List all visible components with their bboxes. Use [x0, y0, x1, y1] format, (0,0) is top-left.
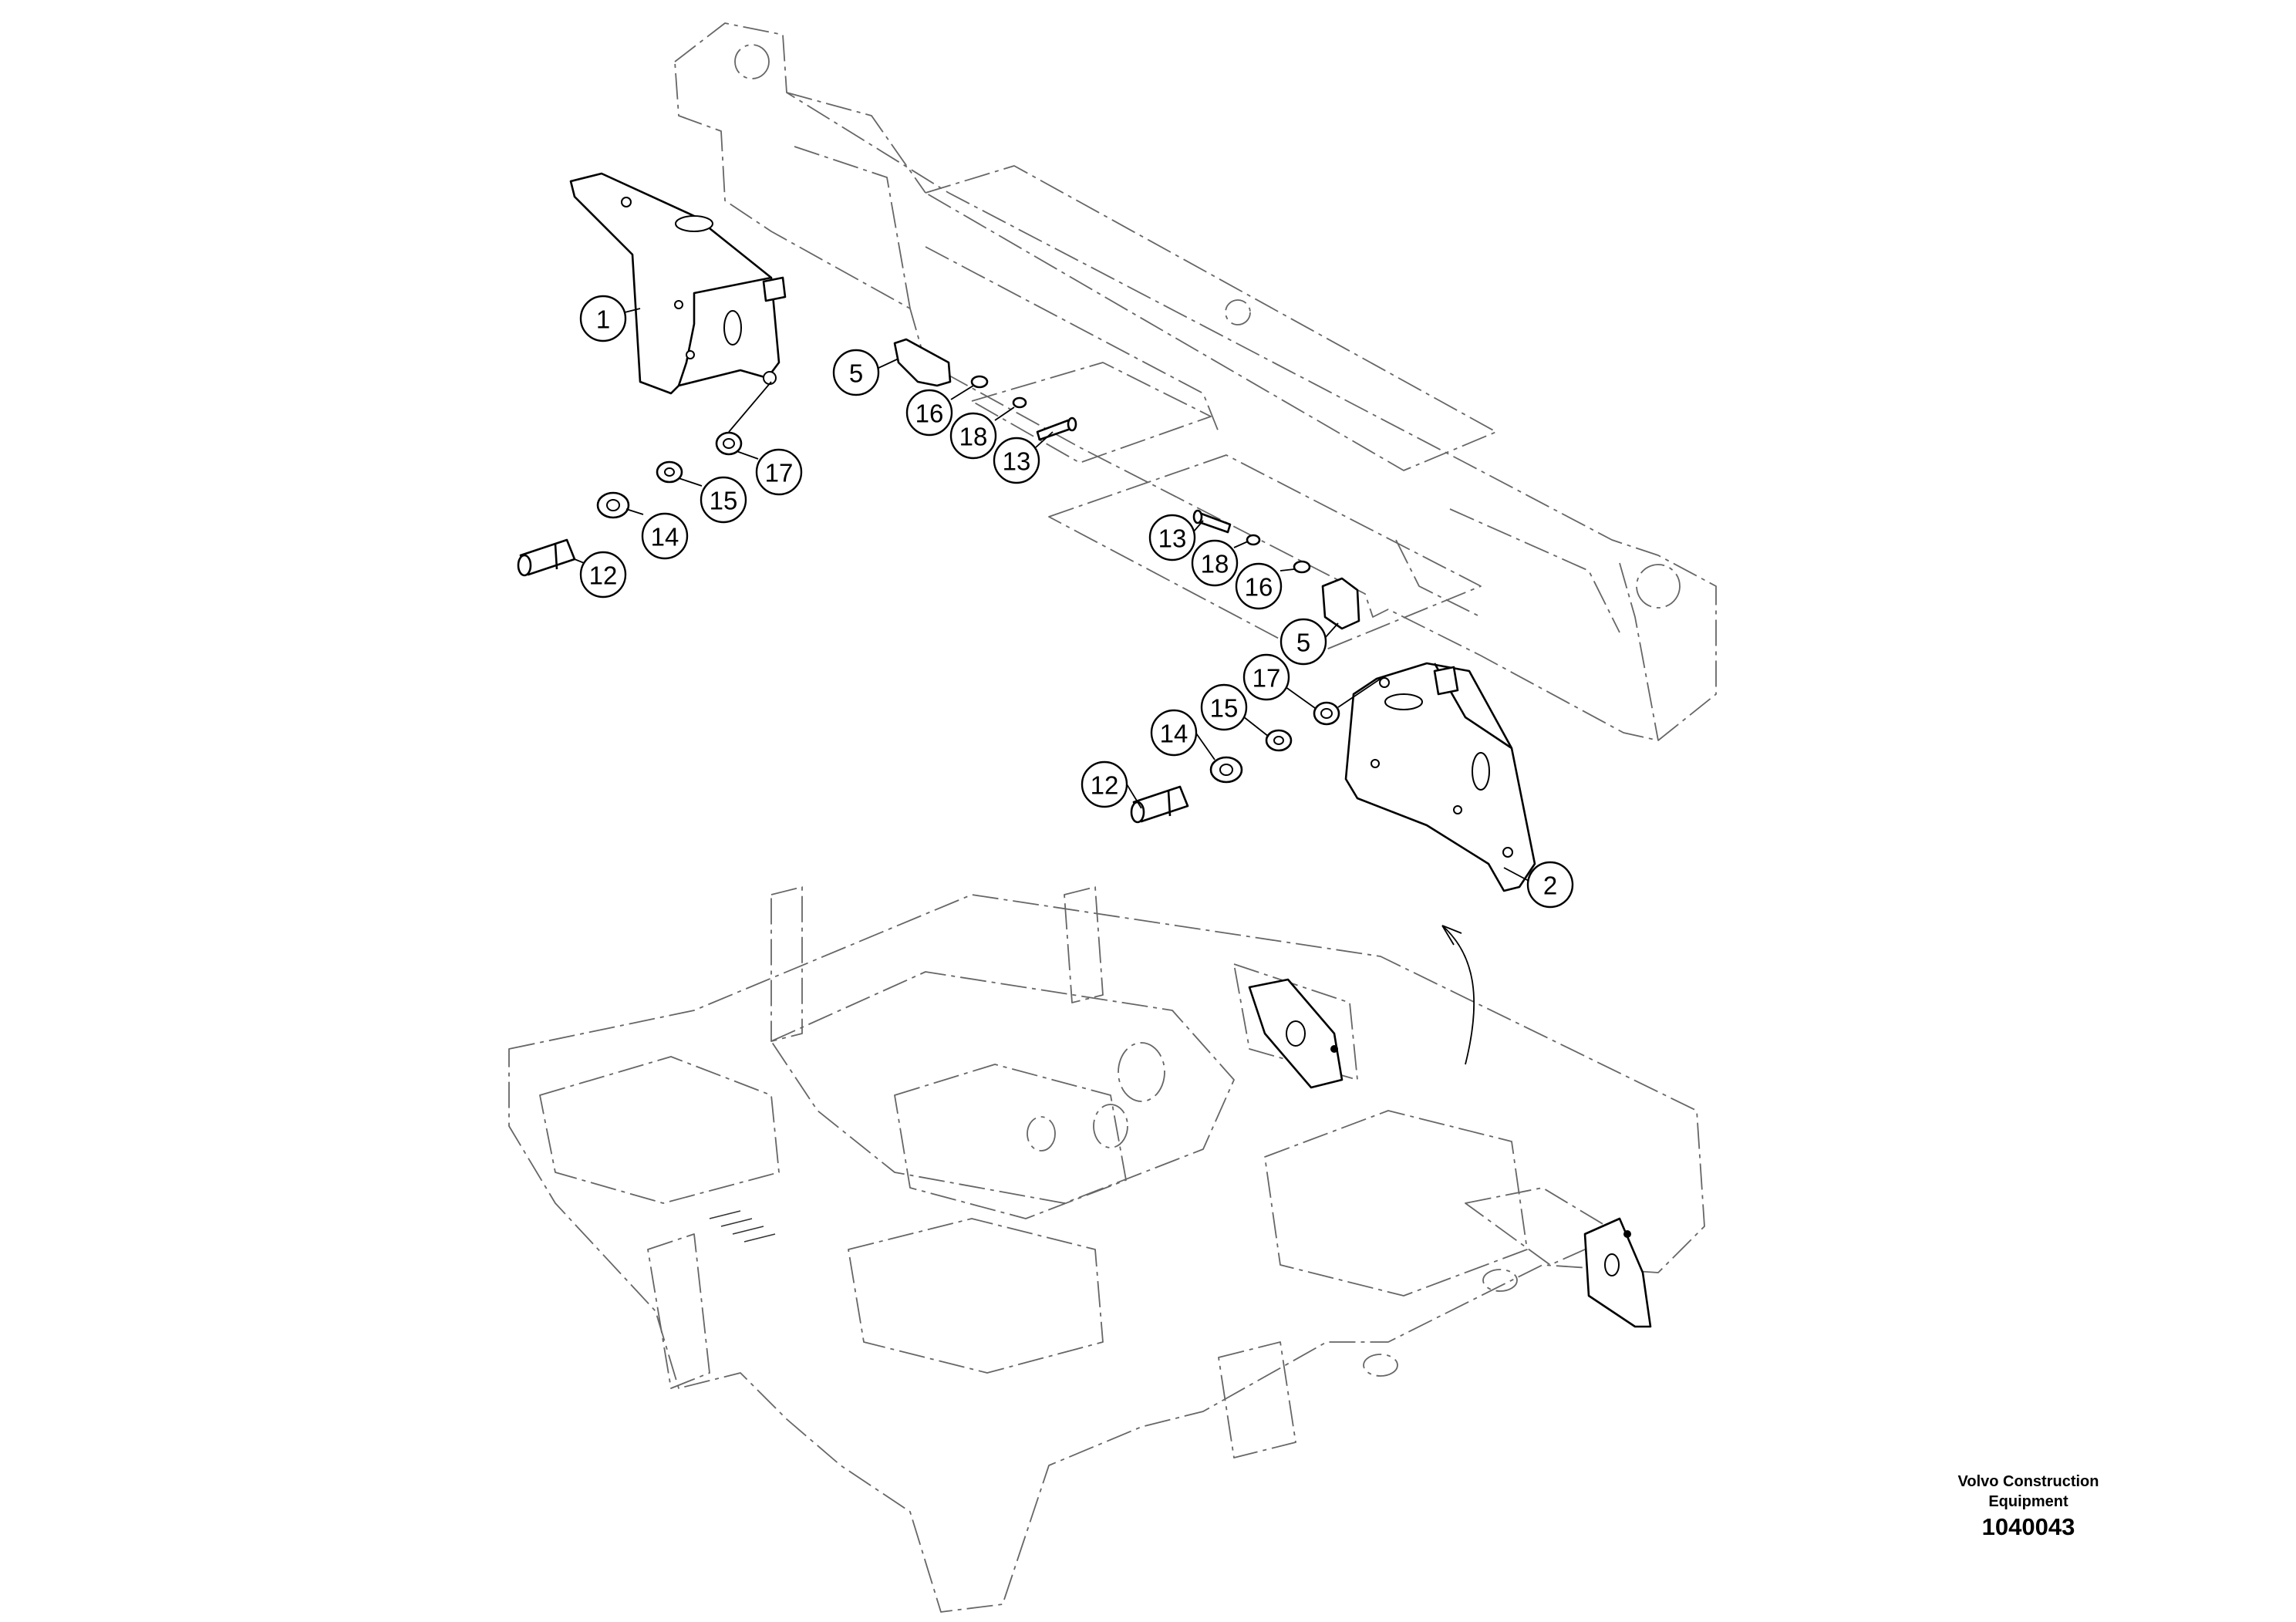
bushing-part-14-left: [596, 491, 630, 519]
washer-part-18-right: [1246, 534, 1261, 546]
callout-5-left: 5: [832, 349, 880, 396]
clip-part-5-right: [1321, 577, 1360, 630]
callout-label: 17: [765, 459, 794, 487]
clip-part-5-left: [893, 338, 952, 387]
callout-18-left: 18: [949, 412, 997, 460]
washer-part-17-left: [715, 431, 743, 456]
callout-17-left: 17: [755, 448, 803, 496]
callout-17-right: 17: [1242, 653, 1290, 701]
callout-18-right: 18: [1191, 539, 1239, 587]
washer-part-16-left: [970, 375, 989, 389]
washer-part-16-right: [1293, 560, 1311, 574]
callout-5-right: 5: [1279, 618, 1327, 666]
callout-label: 5: [849, 359, 863, 388]
brand-line-1: Volvo Construction: [1957, 1473, 2099, 1490]
callout-label: 18: [1201, 550, 1229, 578]
bolt-part-13-right: [1192, 509, 1232, 534]
callout-label: 15: [1210, 694, 1239, 723]
callout-label: 5: [1296, 629, 1310, 657]
callout-14-right: 14: [1150, 709, 1198, 757]
callout-13-right: 13: [1148, 514, 1196, 561]
callout-15-right: 15: [1200, 683, 1248, 731]
callout-label: 12: [1091, 771, 1119, 800]
callout-label: 16: [915, 400, 944, 428]
callout-label: 14: [651, 523, 679, 551]
callout-label: 18: [959, 423, 988, 451]
callout-14-left: 14: [641, 512, 689, 560]
brand-line-2: Equipment: [1988, 1493, 2068, 1510]
callout-15-left: 15: [700, 476, 747, 524]
callout-label: 16: [1245, 573, 1273, 602]
washer-part-15-right: [1265, 729, 1293, 752]
callout-16-left: 16: [905, 389, 953, 437]
callout-label: 17: [1253, 664, 1281, 693]
callout-13-left: 13: [993, 437, 1040, 484]
rear-frame-beam: [674, 22, 1717, 741]
drawing-number: 1040043: [1981, 1513, 2075, 1540]
pin-part-12-left: [517, 538, 576, 577]
bracket-part-1: [569, 172, 787, 395]
callout-1: 1: [579, 295, 627, 342]
washer-part-17-right: [1313, 701, 1340, 726]
washer-part-15-left: [656, 460, 683, 484]
callout-label: 1: [596, 305, 610, 334]
brand-label: Volvo Construction Equipment: [1928, 1472, 2129, 1512]
callout-label: 2: [1543, 872, 1557, 900]
callout-label: 14: [1160, 720, 1188, 748]
bracket-installed-lower: [1583, 1217, 1652, 1328]
curved-arrow: [1441, 925, 1475, 1065]
callout-16-right: 16: [1235, 562, 1283, 610]
washer-part-18-left: [1012, 396, 1027, 409]
main-chassis-frame: [508, 886, 1705, 1613]
bushing-part-14-right: [1209, 756, 1243, 784]
callout-label: 13: [1158, 524, 1187, 553]
callout-label: 13: [1003, 447, 1031, 476]
callout-label: 15: [710, 487, 738, 515]
callout-label: 12: [589, 561, 618, 590]
leader-lines: [574, 308, 1529, 882]
callout-12-right: 12: [1081, 760, 1128, 808]
bolt-part-13-left: [1036, 416, 1077, 441]
bracket-installed-upper: [1248, 978, 1344, 1089]
bracket-part-2: [1344, 662, 1536, 892]
callout-12-left: 12: [579, 551, 627, 599]
callout-2: 2: [1526, 861, 1574, 909]
